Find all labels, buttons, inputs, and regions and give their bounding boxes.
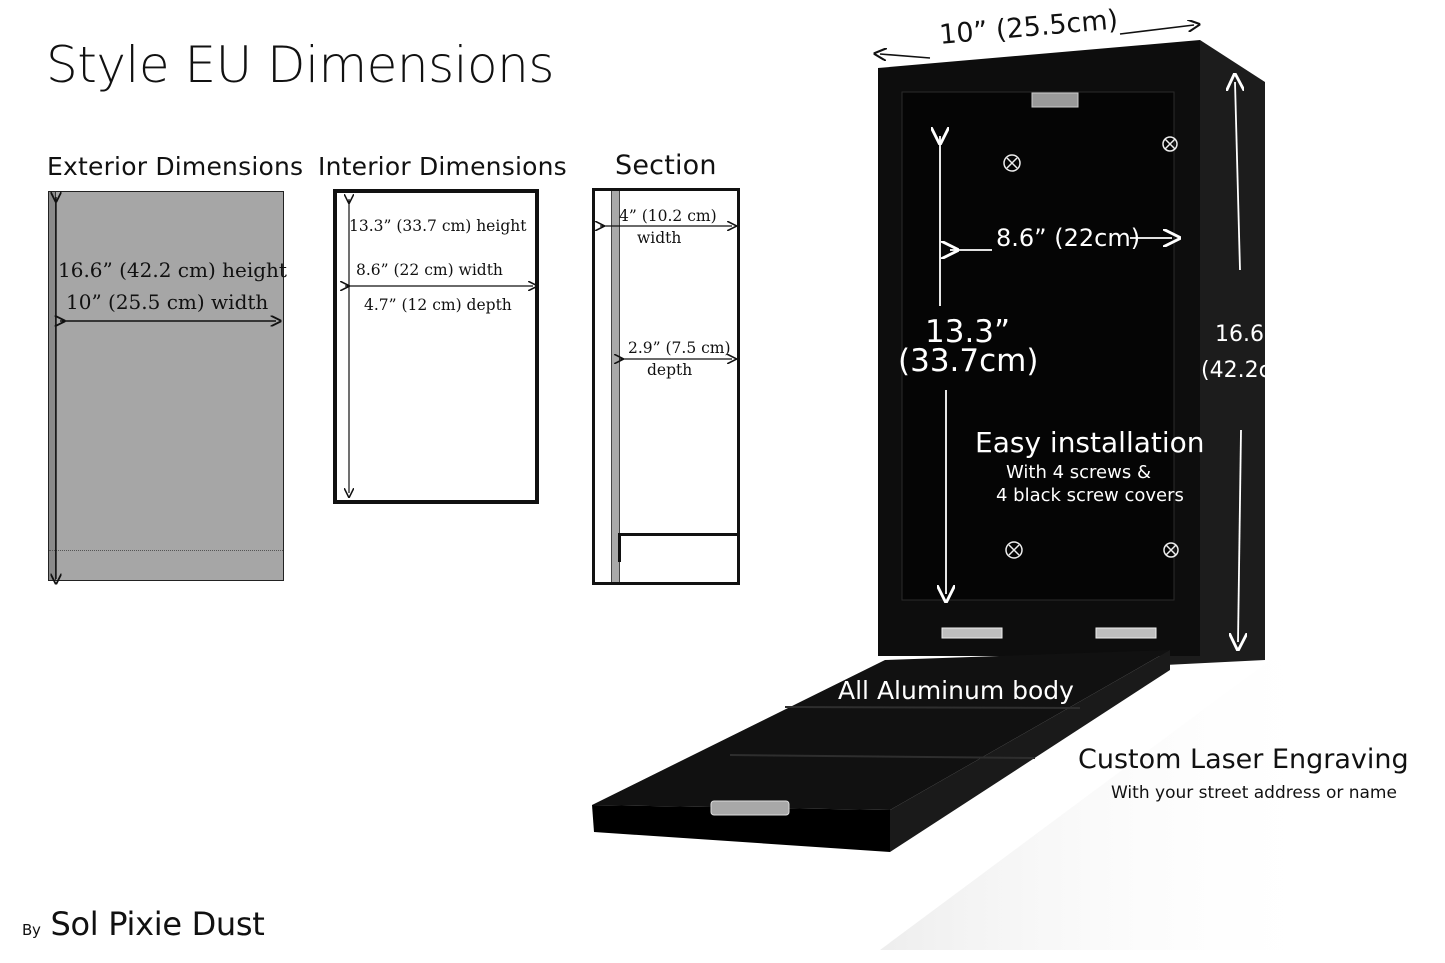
outer-height-arrow-upper (1235, 82, 1240, 271)
interior-depth-label: 4.7” (12 cm) depth (364, 296, 512, 314)
byline: By Sol Pixie Dust (22, 905, 265, 943)
section-arrows (592, 188, 740, 585)
engraving-subtitle: With your street address or name (1111, 783, 1397, 803)
screw-icon (1163, 542, 1179, 558)
screw-icon (1005, 541, 1023, 559)
interior-width-label: 8.6” (22 cm) width (356, 261, 503, 279)
interior-height-label: 13.3” (33.7 cm) height (349, 217, 527, 235)
inner-height-label-line2: (33.7cm) (898, 343, 1039, 379)
interior-arrows (333, 189, 539, 504)
install-line2: 4 black screw covers (996, 485, 1184, 506)
top-width-arrow-right (1119, 25, 1194, 35)
screw-heads (1003, 136, 1179, 559)
door-handle (710, 800, 790, 816)
section-shelf-edge (618, 536, 621, 562)
section-depth-word: depth (647, 361, 693, 379)
latch-top (1031, 92, 1079, 108)
door-seam (729, 754, 1036, 759)
body-label: All Aluminum body (838, 676, 1074, 705)
exterior-height-label: 16.6” (42.2 cm) height (58, 258, 287, 282)
exterior-dotted-line (49, 550, 283, 551)
mailbox-illustration (592, 20, 1340, 950)
screw-icon (1003, 154, 1021, 172)
section-width-value: 4” (10.2 cm) (619, 207, 717, 225)
section-wall (611, 191, 620, 582)
outer-height-arrow-lower (1238, 429, 1241, 642)
inner-width-label: 8.6” (22cm) (996, 224, 1141, 252)
section-depth-value: 2.9” (7.5 cm) (628, 339, 731, 357)
door-seam (784, 706, 1081, 709)
screw-icon (1162, 136, 1178, 152)
top-width-arrow-left (880, 54, 931, 58)
section-width-word: width (637, 229, 682, 247)
box-cavity (901, 91, 1175, 601)
interior-diagram (333, 189, 539, 504)
page-title: Style EU Dimensions (46, 36, 554, 94)
wall-shadow (880, 660, 1340, 950)
exterior-heading: Exterior Dimensions (47, 152, 304, 181)
hinge-left (941, 627, 1003, 639)
door-front-edge (592, 805, 890, 852)
exterior-width-label: 10” (25.5 cm) width (66, 290, 269, 314)
door-side-edge (890, 650, 1170, 852)
byline-prefix: By (22, 921, 41, 939)
hinge-right (1095, 627, 1157, 639)
section-diagram (592, 188, 740, 585)
engraving-title: Custom Laser Engraving (1078, 744, 1409, 775)
exterior-arrows (40, 185, 300, 585)
section-heading: Section (615, 150, 717, 181)
outer-height-label-line1: 16.6” (1215, 322, 1276, 347)
install-title: Easy installation (975, 426, 1205, 459)
interior-heading: Interior Dimensions (318, 152, 567, 181)
inner-height-label-line1: 13.3” (925, 314, 1011, 350)
byline-name: Sol Pixie Dust (50, 905, 265, 943)
section-shelf (618, 533, 740, 536)
door-top-face (592, 650, 1170, 810)
install-line1: With 4 screws & (1006, 462, 1151, 483)
outer-height-label-line2: (42.2cm) (1201, 358, 1301, 383)
